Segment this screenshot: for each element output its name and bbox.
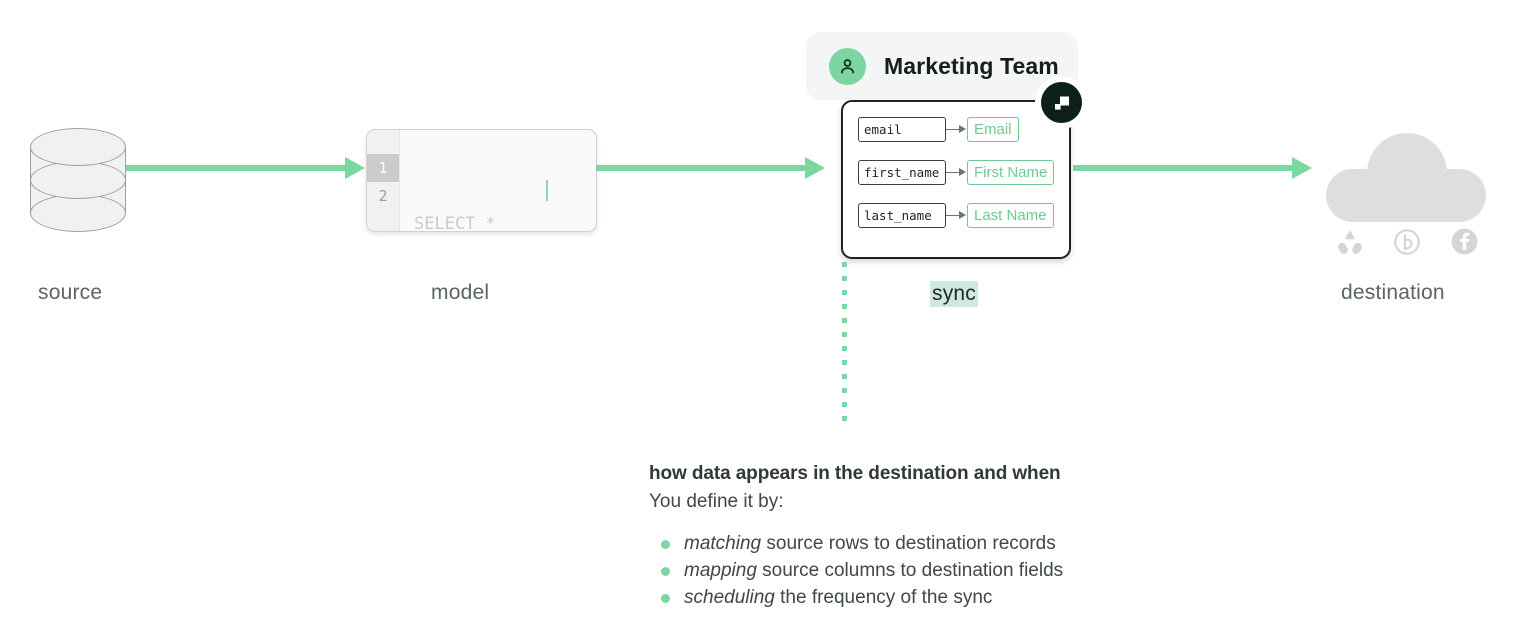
- sync-field-mapping-card[interactable]: email Email first_name First Name last_n…: [841, 100, 1071, 259]
- facebook-icon: [1449, 226, 1480, 262]
- list-item: mapping source columns to destination fi…: [649, 557, 1209, 584]
- connector-source-to-model: [126, 165, 348, 171]
- explanation-bullet-list: matching source rows to destination reco…: [649, 530, 1209, 611]
- bullet-dot-icon: [661, 567, 670, 576]
- bullet-emphasis: scheduling: [684, 587, 775, 608]
- bullet-emphasis: mapping: [684, 560, 757, 581]
- bullet-emphasis: matching: [684, 533, 762, 554]
- code-gutter: 1 2: [367, 130, 400, 231]
- connector-sync-to-destination-arrowhead: [1292, 157, 1312, 179]
- destination-integration-icons: [1335, 228, 1480, 260]
- bullet-dot-icon: [661, 540, 670, 549]
- code-editor-body[interactable]: SELECT * FROM users;: [400, 130, 596, 231]
- bullet-text: source columns to destination fields: [756, 560, 1064, 581]
- stage-label-model: model: [431, 281, 490, 304]
- mapping-row[interactable]: email Email: [843, 116, 1069, 143]
- mapping-destination-field[interactable]: Last Name: [967, 203, 1054, 228]
- mapping-destination-field[interactable]: Email: [967, 117, 1019, 142]
- bullet-text: the frequency of the sync: [774, 587, 993, 608]
- explanation-subheading: You define it by:: [649, 491, 784, 512]
- mapping-source-field[interactable]: last_name: [858, 203, 946, 228]
- sync-dotted-connector: [842, 262, 847, 430]
- person-icon: [829, 47, 866, 85]
- source-database-icon: [30, 128, 126, 232]
- cloud-icon: [1326, 133, 1486, 222]
- list-item: scheduling the frequency of the sync: [649, 584, 1209, 611]
- mapping-row[interactable]: last_name Last Name: [843, 202, 1069, 229]
- stage-label-sync: sync: [930, 281, 978, 307]
- stage-label-source: source: [38, 281, 103, 304]
- connector-source-to-model-arrowhead: [345, 157, 365, 179]
- bullet-dot-icon: [661, 594, 670, 603]
- team-name-label: Marketing Team: [884, 52, 1059, 79]
- model-code-card[interactable]: 1 2 SELECT * FROM users;: [366, 129, 597, 232]
- mapping-destination-field[interactable]: First Name: [967, 160, 1055, 185]
- text-caret: [546, 180, 548, 201]
- code-line-number-1: 1: [367, 154, 399, 182]
- explanation-heading: how data appears in the destination and …: [649, 463, 1061, 484]
- mapping-source-field[interactable]: first_name: [858, 160, 946, 185]
- explanation-block: how data appears in the destination and …: [649, 463, 1209, 611]
- bullet-text: source rows to destination records: [761, 533, 1056, 554]
- mapping-arrow-icon: [946, 210, 967, 222]
- connector-sync-to-destination: [1073, 165, 1295, 171]
- stage-label-destination: destination: [1341, 281, 1445, 304]
- code-line-number-2: 2: [378, 187, 388, 205]
- code-line-1: SELECT *: [414, 214, 496, 232]
- connector-model-to-sync-arrowhead: [805, 157, 825, 179]
- list-item: matching source rows to destination reco…: [649, 530, 1209, 557]
- mapping-source-field[interactable]: email: [858, 117, 946, 142]
- connector-model-to-sync: [596, 165, 808, 171]
- google-ads-icon: [1335, 227, 1365, 262]
- mapping-row[interactable]: first_name First Name: [843, 159, 1069, 186]
- hightouch-logo-icon: [1041, 82, 1082, 123]
- braze-icon: [1392, 227, 1422, 262]
- marketing-team-pill[interactable]: Marketing Team: [806, 32, 1078, 100]
- mapping-arrow-icon: [946, 167, 967, 179]
- mapping-arrow-icon: [946, 124, 967, 136]
